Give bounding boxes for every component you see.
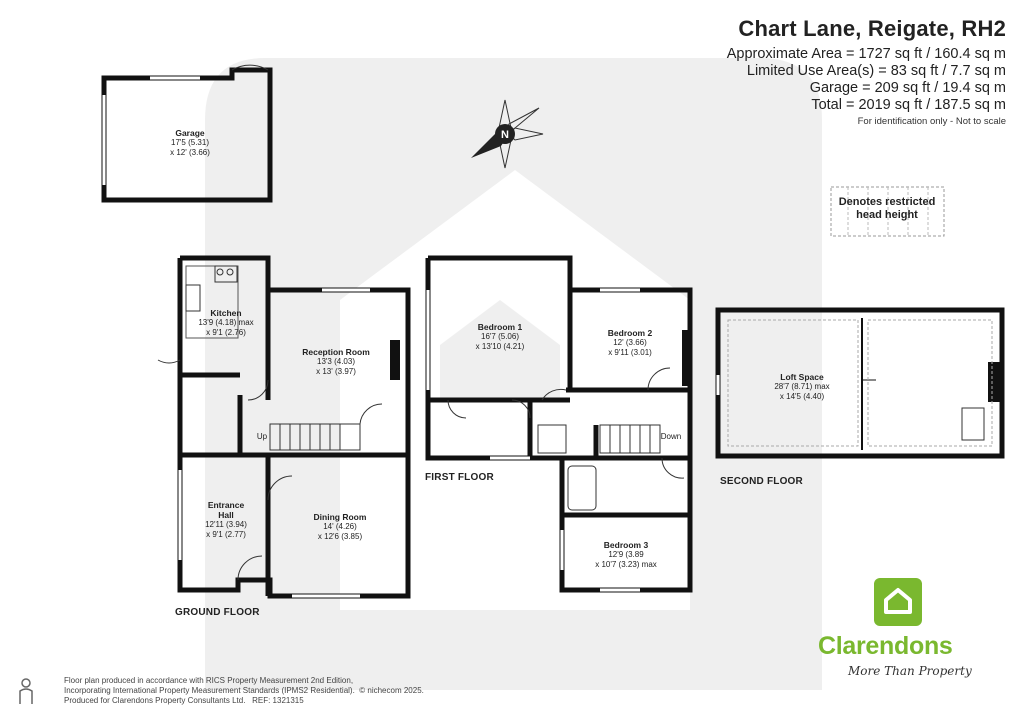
room-garage: Garage 17'5 (5.31) x 12' (3.66): [130, 128, 250, 158]
floor-label-second: SECOND FLOOR: [720, 476, 803, 487]
area-line: Total = 2019 sq ft / 187.5 sq m: [811, 97, 1006, 113]
rics-icon: [19, 678, 33, 704]
brand-logo-icon: [874, 578, 922, 626]
floor-label-ground: GROUND FLOOR: [175, 607, 260, 618]
brand-name: Clarendons: [818, 632, 953, 660]
room-dim: 12'9 (3.89: [608, 550, 644, 559]
room-dining: Dining Room 14' (4.26) x 12'6 (3.85): [290, 512, 390, 542]
room-dim: 14' (4.26): [323, 522, 357, 531]
room-name: Bedroom 2: [607, 328, 653, 338]
room-dim: 12'11 (3.94): [205, 520, 247, 529]
room-dim: 13'9 (4.18) max: [198, 318, 254, 327]
room-name: Dining Room: [313, 512, 367, 522]
room-dim: 17'5 (5.31): [171, 138, 209, 147]
header: Chart Lane, Reigate, RH2 Approximate Are…: [727, 16, 1006, 127]
restricted-legend-text: Denotes restricted head height: [838, 196, 936, 221]
room-name: Entrance Hall: [207, 500, 245, 520]
room-dim: x 12'6 (3.85): [317, 532, 363, 541]
room-bed1: Bedroom 1 16'7 (5.06) x 13'10 (4.21): [450, 322, 550, 352]
brand-slogan: More Than Property: [848, 664, 972, 678]
room-dim: x 13' (3.97): [316, 367, 356, 376]
compass-icon: N: [471, 99, 544, 169]
area-line: Garage = 209 sq ft / 19.4 sq m: [809, 80, 1006, 96]
room-dim: x 13'10 (4.21): [475, 342, 525, 351]
room-dim: 12' (3.66): [613, 338, 647, 347]
room-bed3: Bedroom 3 12'9 (3.89 x 10'7 (3.23) max: [576, 540, 676, 570]
room-loft: Loft Space 28'7 (8.71) max x 14'5 (4.40): [752, 372, 852, 402]
room-hall: Entrance Hall 12'11 (3.94) x 9'1 (2.77): [186, 500, 266, 540]
room-dim: 13'3 (4.03): [317, 357, 355, 366]
room-dim: 28'7 (8.71) max: [774, 382, 830, 391]
room-dim: x 9'11 (3.01): [608, 348, 652, 357]
room-kitchen: Kitchen 13'9 (4.18) max x 9'1 (2.76): [176, 308, 276, 338]
footer-line: Produced for Clarendons Property Consult…: [64, 696, 246, 705]
room-name: Bedroom 1: [477, 322, 523, 332]
footer-line: Floor plan produced in accordance with R…: [64, 676, 354, 685]
area-line: Limited Use Area(s) = 83 sq ft / 7.7 sq …: [746, 63, 1006, 79]
restricted-legend-box: [830, 186, 945, 237]
stairs-up-label: Up: [256, 432, 268, 441]
compass-label: N: [501, 129, 509, 141]
room-dim: x 14'5 (4.40): [779, 392, 825, 401]
footer-line: Incorporating International Property Mea…: [64, 686, 355, 695]
room-name: Kitchen: [210, 308, 242, 318]
scale-note: For identification only - Not to scale: [857, 116, 1006, 127]
property-title: Chart Lane, Reigate, RH2: [738, 16, 1006, 41]
garage-walls: [101, 67, 273, 203]
footer: Floor plan produced in accordance with R…: [64, 676, 424, 706]
footer-ref: REF: 1321315: [252, 696, 304, 705]
room-name: Garage: [175, 128, 205, 138]
room-bed2: Bedroom 2 12' (3.66) x 9'11 (3.01): [580, 328, 680, 358]
room-dim: x 12' (3.66): [170, 148, 210, 157]
room-name: Loft Space: [780, 372, 824, 382]
footer-copyright: © nichecom 2025.: [359, 686, 424, 695]
floor-label-first: FIRST FLOOR: [425, 472, 494, 483]
room-name: Reception Room: [302, 347, 370, 357]
stairs-down-label: Down: [660, 432, 682, 441]
room-dim: x 10'7 (3.23) max: [595, 560, 657, 569]
area-line: Approximate Area = 1727 sq ft / 160.4 sq…: [726, 46, 1006, 62]
room-dim: x 9'1 (2.76): [206, 328, 246, 337]
room-name: Bedroom 3: [603, 540, 649, 550]
room-dim: 16'7 (5.06): [481, 332, 519, 341]
room-dim: x 9'1 (2.77): [206, 530, 246, 539]
room-reception: Reception Room 13'3 (4.03) x 13' (3.97): [286, 347, 386, 377]
